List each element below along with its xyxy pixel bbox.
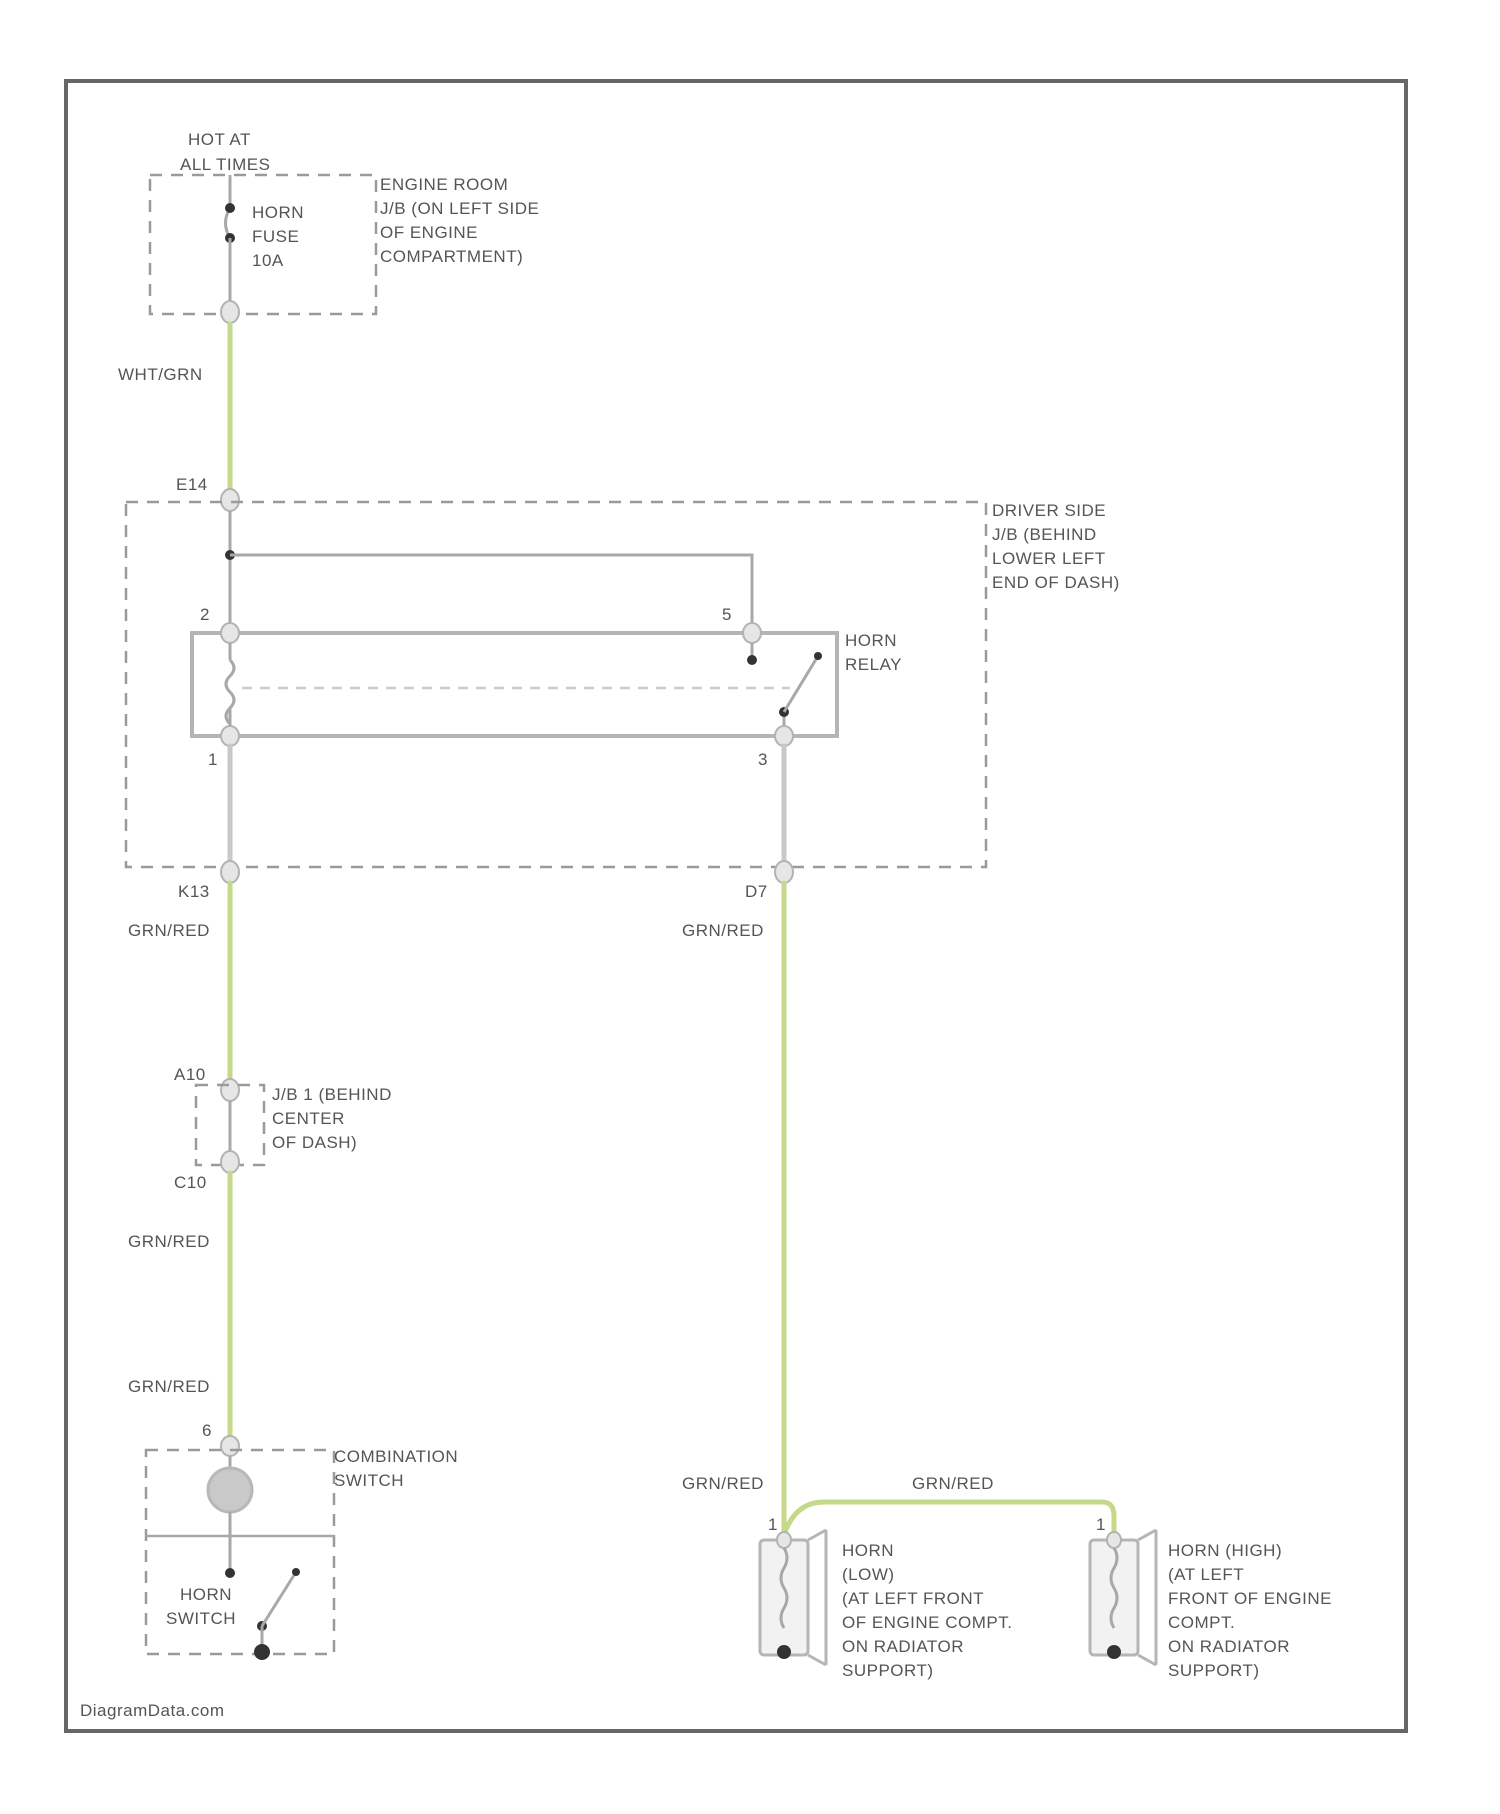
horn-relay-body — [192, 633, 837, 736]
horn-high-body — [1090, 1540, 1138, 1655]
horn-low-label-line5: ON RADIATOR — [842, 1637, 964, 1656]
driver-jb-outline — [126, 502, 986, 867]
fuse-terminal-top — [225, 203, 235, 213]
horn-low-pin: 1 — [768, 1515, 778, 1534]
clock-spring-icon — [208, 1468, 252, 1512]
horn-high-label-line4: COMPT. — [1168, 1613, 1235, 1632]
fuse-label-line2: FUSE — [252, 227, 299, 246]
jb1-center-dash: A10 C10 J/B 1 (BEHIND CENTER OF DASH) — [174, 1065, 392, 1192]
horn-high-ground-icon — [1107, 1645, 1121, 1659]
hot-at-label-line1: HOT AT — [188, 130, 251, 149]
fuse-label-line3: 10A — [252, 251, 284, 270]
hot-at-label-line2: ALL TIMES — [180, 155, 270, 174]
jb-internal-top-bus — [230, 555, 752, 625]
fuse-block-location-line1: ENGINE ROOM — [380, 175, 508, 194]
horn-switch-tip — [292, 1568, 300, 1576]
wire-jb1-to-switch-color-2: GRN/RED — [128, 1377, 210, 1396]
watermark: DiagramData.com — [80, 1701, 225, 1720]
horn-high: 1 HORN (HIGH) (AT LEFT FRONT OF ENGINE C… — [1090, 1515, 1332, 1680]
driver-jb-location-line4: END OF DASH) — [992, 573, 1120, 592]
relay-terminal-1 — [221, 726, 239, 746]
wire-fuse-to-jb-color: WHT/GRN — [118, 365, 203, 384]
combination-switch-pin-6: 6 — [202, 1421, 212, 1440]
horn-low-terminal — [777, 1532, 791, 1548]
horn-switch-ground-icon — [254, 1644, 270, 1660]
horn-high-bell-top — [1138, 1530, 1156, 1540]
combination-switch-label-line2: SWITCH — [334, 1471, 404, 1490]
connector-a10-label: A10 — [174, 1065, 206, 1084]
connector-k13 — [221, 861, 239, 883]
relay-terminal-3 — [775, 726, 793, 746]
wire-relay-to-jb1-color: GRN/RED — [128, 921, 210, 940]
horn-high-pin: 1 — [1096, 1515, 1106, 1534]
horn-high-label-line6: SUPPORT) — [1168, 1661, 1260, 1680]
connector-c10-label: C10 — [174, 1173, 207, 1192]
relay-pin-3: 3 — [758, 750, 768, 769]
wire-jb1-to-switch-color-1: GRN/RED — [128, 1232, 210, 1251]
horn-relay-label-line2: RELAY — [845, 655, 902, 674]
horn-high-label-line2: (AT LEFT — [1168, 1565, 1244, 1584]
horn-low-body — [760, 1540, 808, 1655]
connector-d7 — [775, 861, 793, 883]
fuse-block-location-line3: OF ENGINE — [380, 223, 478, 242]
horn-low-label-line3: (AT LEFT FRONT — [842, 1589, 984, 1608]
horn-high-bell-bottom — [1138, 1655, 1156, 1665]
connector-e14-label: E14 — [176, 475, 208, 494]
relay-switch-arm — [784, 656, 818, 712]
jb1-location-line3: OF DASH) — [272, 1133, 357, 1152]
connector-e14 — [221, 489, 239, 511]
wire-horn-crossover-color: GRN/RED — [912, 1474, 994, 1493]
horn-high-label-line3: FRONT OF ENGINE — [1168, 1589, 1332, 1608]
relay-pin-5: 5 — [722, 605, 732, 624]
fuse-block-connector — [221, 301, 239, 323]
driver-jb-location-line2: J/B (BEHIND — [992, 525, 1097, 544]
relay-contact-fixed — [747, 655, 757, 665]
jb1-location-line1: J/B 1 (BEHIND — [272, 1085, 392, 1104]
horn-switch-contact-top — [225, 1568, 235, 1578]
connector-d7-label: D7 — [745, 882, 768, 901]
relay-pin-2: 2 — [200, 605, 210, 624]
horn-low-ground-icon — [777, 1645, 791, 1659]
horn-low-label-line2: (LOW) — [842, 1565, 895, 1584]
fuse-block-location-line2: J/B (ON LEFT SIDE — [380, 199, 539, 218]
wire-horn-feed-color: GRN/RED — [682, 1474, 764, 1493]
connector-k13-label: K13 — [178, 882, 210, 901]
combination-switch-label-line1: COMBINATION — [334, 1447, 458, 1466]
horn-high-label-line5: ON RADIATOR — [1168, 1637, 1290, 1656]
relay-terminal-5 — [743, 623, 761, 643]
horn-low-bell-top — [808, 1530, 826, 1540]
horn-switch-label-line1: HORN — [180, 1585, 232, 1604]
horn-switch-label-line2: SWITCH — [166, 1609, 236, 1628]
driver-jb-location-line1: DRIVER SIDE — [992, 501, 1106, 520]
horn-low-label-line4: OF ENGINE COMPT. — [842, 1613, 1012, 1632]
horn-low-label-line1: HORN — [842, 1541, 894, 1560]
engine-room-fuse-block: HOT AT ALL TIMES ENGINE ROOM J/B (ON LEF… — [150, 130, 539, 323]
horn-low: 1 HORN (LOW) (AT LEFT FRONT OF ENGINE CO… — [760, 1515, 1012, 1680]
horn-low-bell-bottom — [808, 1655, 826, 1665]
horn-high-label-line1: HORN (HIGH) — [1168, 1541, 1282, 1560]
fuse-label-line1: HORN — [252, 203, 304, 222]
wire-relay-to-horns-color: GRN/RED — [682, 921, 764, 940]
connector-a10 — [221, 1079, 239, 1101]
relay-pin-1: 1 — [208, 750, 218, 769]
driver-side-jb: E14 DRIVER SIDE J/B (BEHIND LOWER LEFT E… — [126, 475, 1120, 901]
connector-c10 — [221, 1151, 239, 1173]
fuse-block-location-line4: COMPARTMENT) — [380, 247, 523, 266]
combination-switch: 6 COMBINATION SWITCH HORN SWITCH — [146, 1421, 458, 1660]
horn-switch-arm — [262, 1572, 296, 1626]
wire-horn-crossover — [784, 1502, 1114, 1535]
jb1-location-line2: CENTER — [272, 1109, 345, 1128]
horn-high-terminal — [1107, 1532, 1121, 1548]
driver-jb-location-line3: LOWER LEFT — [992, 549, 1106, 568]
combination-switch-connector — [221, 1436, 239, 1456]
relay-switch-tip — [814, 652, 822, 660]
horn-relay-label-line1: HORN — [845, 631, 897, 650]
relay-terminal-2 — [221, 623, 239, 643]
horn-low-label-line6: SUPPORT) — [842, 1661, 934, 1680]
